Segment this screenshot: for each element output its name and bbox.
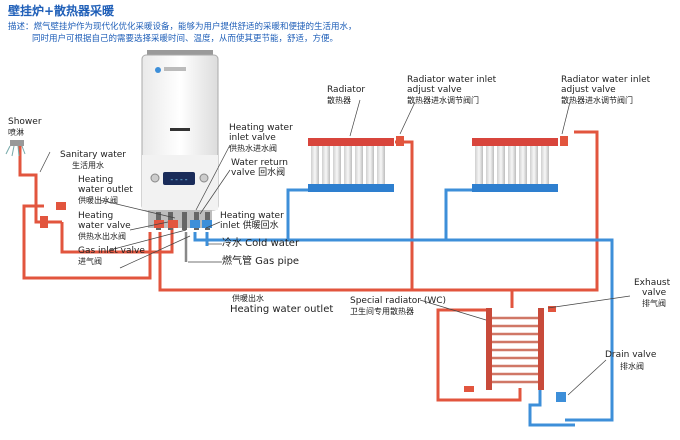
- exhaust-valve-en2: valve: [642, 288, 667, 298]
- exhaust-valve-en1: Exhaust: [634, 278, 671, 288]
- hot-riser-radiator-1: [395, 140, 414, 290]
- heating-outlet-main-en: Heating water outlet: [230, 304, 334, 315]
- return-main: [193, 232, 614, 422]
- radiator-valve-2-cn: 散热器进水调节阀门: [561, 96, 633, 105]
- gas-pipe-label: 燃气管 Gas pipe: [222, 256, 300, 267]
- heating-water-valve-cn: 供热水出水阀: [78, 232, 126, 241]
- radiator-2-inlet-valve: [560, 136, 568, 146]
- exhaust-valve-part: [548, 306, 556, 312]
- special-radiator-cn: 卫生间专用散热器: [350, 307, 414, 316]
- heating-inlet-valve-cn: 供热水进水阀: [229, 144, 277, 153]
- radiator-2: [472, 136, 568, 192]
- sanitary-valve: [56, 202, 66, 210]
- heating-inlet-valve-en2: inlet valve: [229, 133, 276, 143]
- radiator-valve-1-cn: 散热器进水调节阀门: [407, 96, 479, 105]
- sanitary-water-label-cn: 生活用水: [72, 161, 104, 170]
- heating-water-outlet-en2: water outlet: [78, 185, 133, 195]
- sanitary-hot-line: [60, 222, 174, 254]
- hot-supply-main: [158, 130, 599, 292]
- radiator-valve-2-en2: adjust valve: [561, 85, 616, 95]
- sanitary-valve-2: [40, 216, 48, 228]
- boiler-display-text: ----: [169, 175, 188, 184]
- wc-radiator: [464, 306, 566, 402]
- heating-water-outlet-en1: Heating: [78, 175, 114, 185]
- radiator-label-en: Radiator: [327, 85, 366, 95]
- heating-water-valve-en1: Heating: [78, 211, 114, 221]
- leader-lines: [39, 99, 631, 396]
- heating-outlet-main-cn: 供暖出水: [232, 294, 264, 303]
- sanitary-water-label-en: Sanitary water: [60, 150, 127, 160]
- heating-water-inlet-en2: inlet 供暖回水: [220, 221, 279, 231]
- radiator-label-cn: 散热器: [327, 96, 351, 105]
- shower-head-icon: [5, 140, 26, 157]
- heating-water-inlet-en1: Heating water: [220, 211, 284, 221]
- exhaust-valve-cn: 排气阀: [642, 299, 666, 308]
- drain-valve-cn: 排水阀: [620, 362, 644, 371]
- heating-water-valve-en2: water valve: [78, 221, 131, 231]
- radiator-1-inlet-valve: [396, 136, 404, 146]
- water-return-valve-en2: valve 回水阀: [231, 168, 286, 178]
- page-title: 壁挂炉+散热器采暖: [8, 4, 115, 18]
- wc-left-loop: [436, 308, 522, 402]
- radiator-1: [308, 136, 404, 192]
- drain-valve-part: [556, 392, 566, 402]
- shower-label-cn: 喷淋: [8, 128, 24, 137]
- cold-water-label: 冷水 Cold water: [222, 238, 300, 249]
- radiator-valve-2-en1: Radiator water inlet: [561, 75, 651, 85]
- description-line-2: 同时用户可根据自己的需要选择采暖时间、温度，从而使其更节能，舒适，方便。: [32, 34, 339, 44]
- boiler-display: [163, 172, 195, 185]
- drain-valve-en: Drain valve: [605, 350, 657, 360]
- radiator-valve-1-en2: adjust valve: [407, 85, 462, 95]
- return-riser-2: [444, 188, 472, 240]
- description-line-1: 描述：燃气壁挂炉作为现代化优化采暖设备，能够为用户提供舒适的采暖和便捷的生活用水…: [8, 22, 357, 32]
- shower-label-en: Shower: [8, 117, 42, 127]
- gas-inlet-valve-en: Gas inlet valve: [78, 246, 145, 256]
- gas-inlet-valve-cn: 进气阀: [78, 257, 102, 266]
- wall-boiler: ----: [141, 50, 219, 230]
- drain-loop: [528, 388, 575, 427]
- heating-inlet-valve-en1: Heating water: [229, 123, 293, 133]
- water-return-valve-en1: Water return: [231, 158, 288, 168]
- special-radiator-en: Special radiator (WC): [350, 296, 447, 306]
- shower-line: [18, 145, 62, 224]
- return-riser-1: [286, 188, 308, 240]
- radiator-valve-1-en1: Radiator water inlet: [407, 75, 497, 85]
- heating-water-outlet-cn: 供暖出水阀: [78, 196, 118, 205]
- shower-line-2: [22, 204, 152, 280]
